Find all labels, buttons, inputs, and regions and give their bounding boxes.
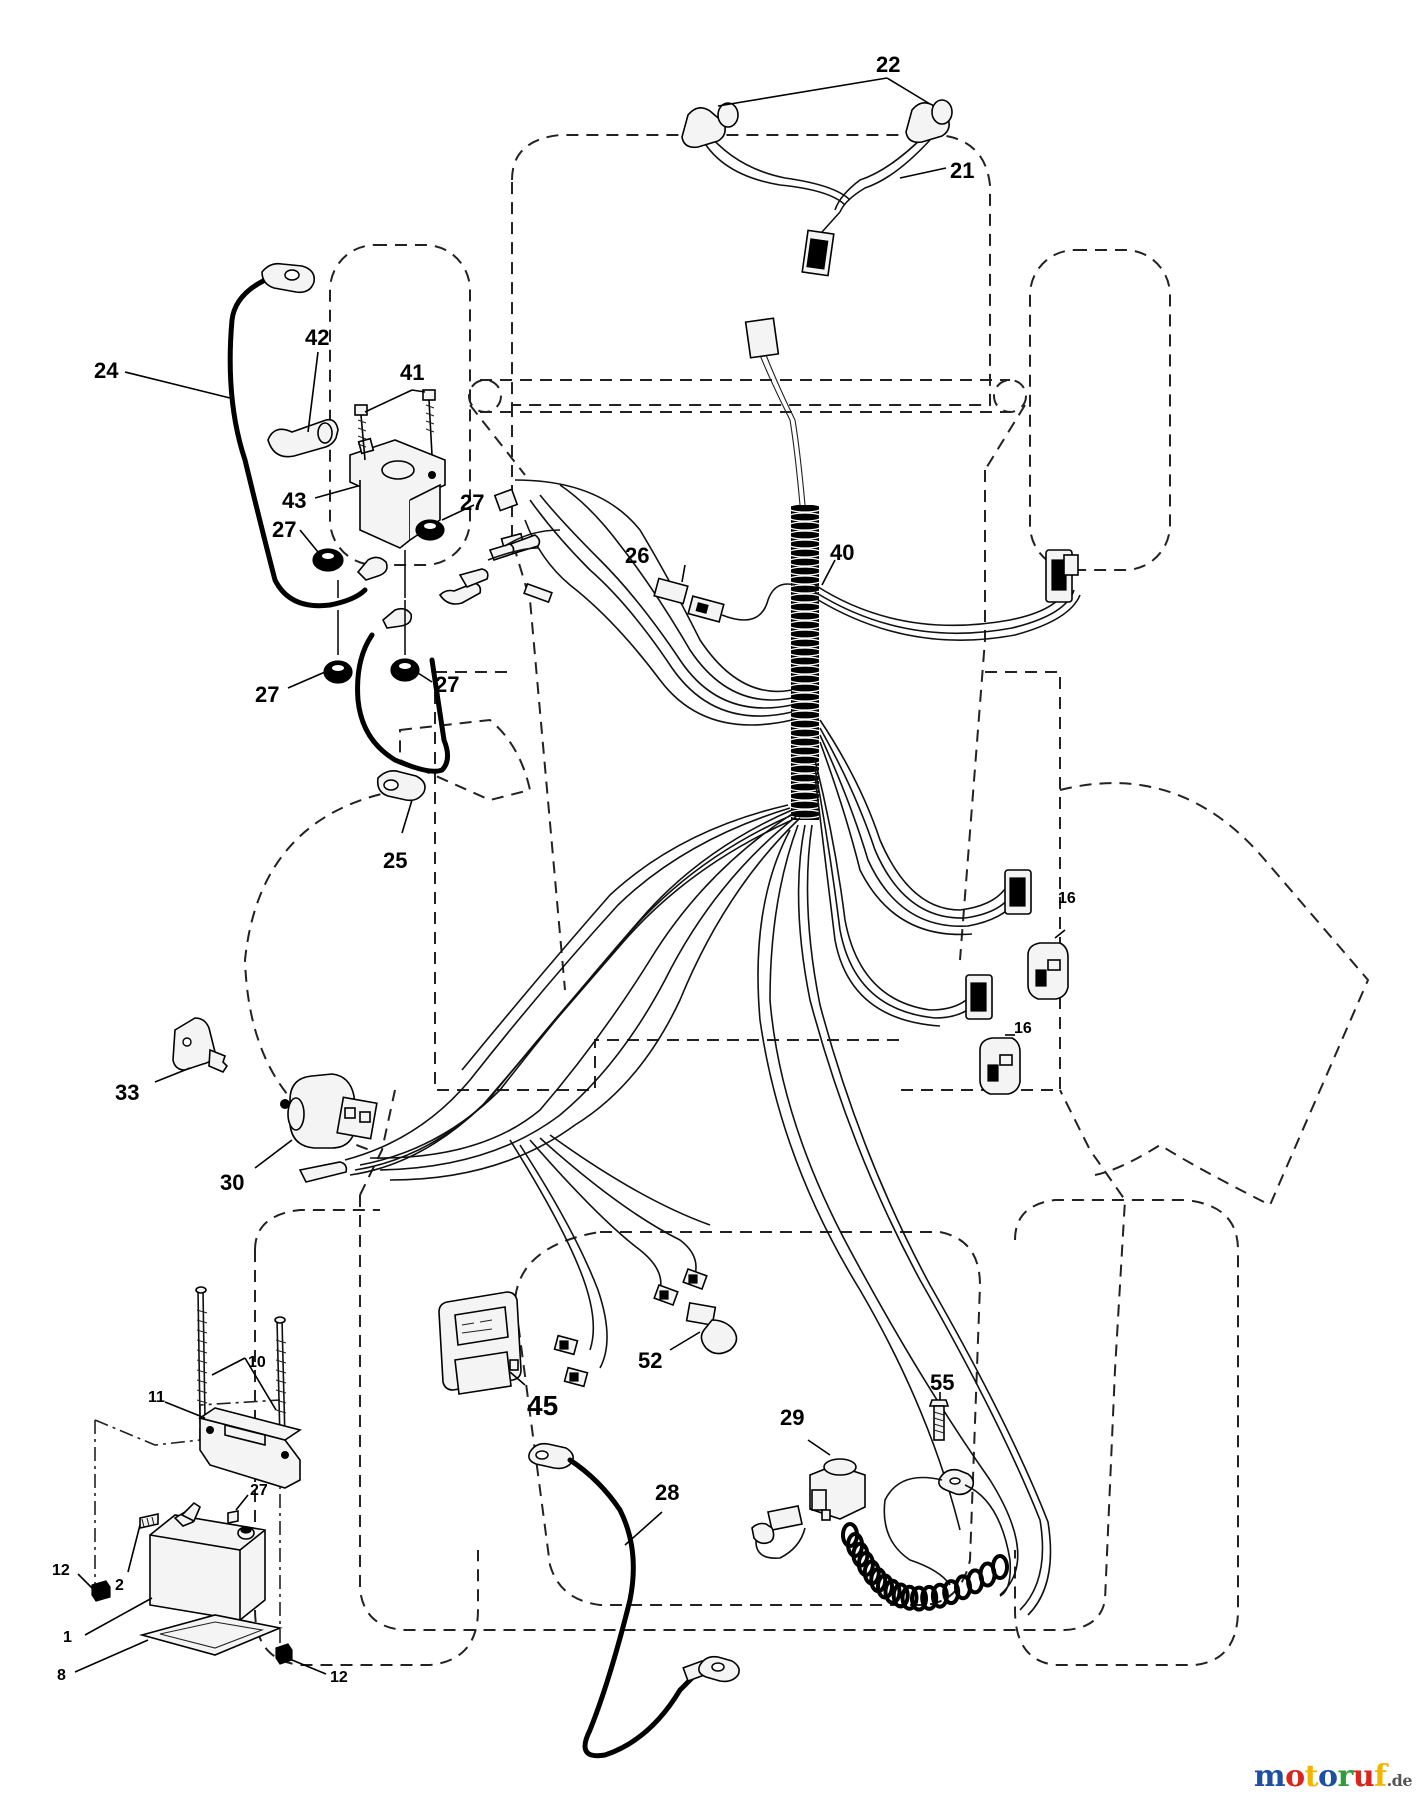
coiled-wire: [841, 1522, 1009, 1612]
callout-52: 52: [638, 1348, 662, 1373]
callout-27-e: 27: [250, 1482, 268, 1499]
hourmeter-45: [438, 1291, 526, 1395]
headlight-bulb-right: [905, 99, 953, 144]
bolt-55: [883, 1392, 1012, 1597]
ignition-switch-30: [254, 1073, 378, 1183]
callout-41: 41: [400, 360, 424, 385]
callout-21: 21: [950, 158, 974, 183]
pto-connector-upper: [1004, 869, 1032, 915]
callout-27-d: 27: [435, 672, 459, 697]
lamp-52: [669, 1301, 738, 1355]
connector-45-a: [553, 1334, 579, 1356]
callout-12-a: 12: [52, 1562, 70, 1579]
callout-27-b: 27: [272, 517, 296, 542]
top-connector: [744, 317, 780, 359]
callout-2: 2: [115, 1577, 124, 1594]
callout-33: 33: [115, 1080, 139, 1105]
callout-24: 24: [94, 358, 119, 383]
nut-27-a: [312, 548, 344, 572]
nut-27-c: [323, 660, 353, 684]
connector-45-b: [563, 1366, 589, 1388]
callout-30: 30: [220, 1170, 244, 1195]
callout-55: 55: [930, 1370, 954, 1395]
headlight-connector: [801, 229, 835, 277]
watermark-logo: motoruf.de: [1253, 1759, 1413, 1794]
callout-22: 22: [876, 52, 900, 77]
callout-29: 29: [780, 1405, 804, 1430]
solenoid-43: [349, 437, 446, 549]
callout-10: 10: [248, 1354, 266, 1371]
pto-switch-16-upper: [1027, 929, 1069, 1000]
headlight-harness: [681, 77, 953, 277]
callout-1: 1: [63, 1629, 72, 1646]
callout-40: 40: [830, 540, 854, 565]
callout-26: 26: [625, 543, 649, 568]
seat-switch-connector: [1045, 549, 1079, 603]
fuel-solenoid-29: [751, 1439, 866, 1559]
connector-26: [653, 577, 725, 623]
callout-labels: 22 21 24 42 41 43 27 27 27 27 26 40 25 1…: [52, 52, 1076, 1686]
solenoid-assembly: [124, 262, 836, 834]
callout-27-c: 27: [255, 682, 279, 707]
battery-cable-28: [528, 1442, 740, 1759]
callout-42: 42: [305, 325, 329, 350]
callout-16-lower: 16: [1014, 1020, 1032, 1037]
connector-52-a: [653, 1283, 679, 1307]
callout-11: 11: [148, 1389, 165, 1406]
pto-switch-16-lower: [979, 1034, 1021, 1095]
callout-25: 25: [383, 848, 407, 873]
callout-43: 43: [282, 488, 306, 513]
headlight-bulb-left: [681, 102, 739, 149]
callout-8: 8: [57, 1667, 66, 1684]
bolt-41: [354, 389, 436, 461]
callout-16-upper: 16: [1058, 890, 1076, 907]
callout-27-a: 27: [460, 490, 484, 515]
nut-27-d: [390, 658, 420, 682]
pto-connector-lower: [965, 974, 993, 1020]
key-33: [154, 1017, 229, 1083]
main-harness-conduit: [344, 317, 1081, 1616]
callout-12-b: 12: [330, 1669, 348, 1686]
callout-28: 28: [655, 1480, 679, 1505]
nut-27-b: [415, 519, 445, 541]
connector-52-b: [682, 1267, 708, 1291]
callout-45: 45: [527, 1390, 558, 1421]
battery-assembly: [74, 1286, 327, 1675]
